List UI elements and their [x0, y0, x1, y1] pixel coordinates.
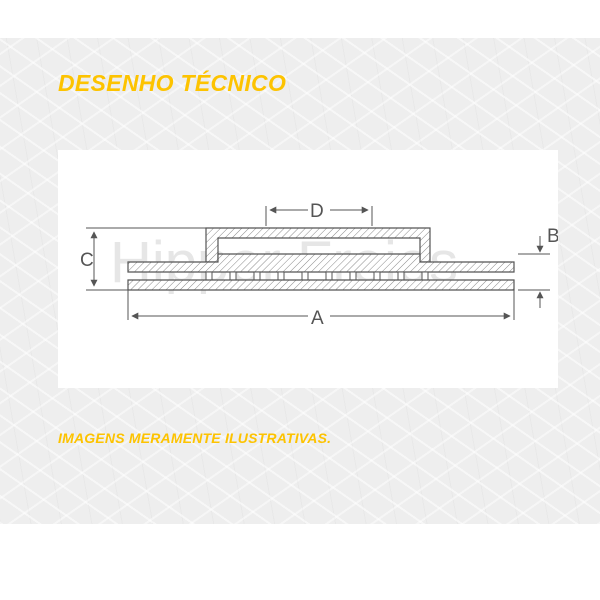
label-d: D	[310, 201, 324, 222]
label-a: A	[311, 308, 324, 329]
technical-drawing: Hipper Freios C	[58, 150, 558, 388]
dimension-a	[127, 290, 515, 320]
disclaimer-caption: IMAGENS MERAMENTE ILUSTRATIVAS.	[58, 430, 332, 446]
dimension-c	[86, 227, 206, 291]
brake-disc-cross-section: Hipper Freios C	[80, 201, 558, 329]
section-title: DESENHO TÉCNICO	[58, 70, 287, 96]
lower-friction-plate	[127, 279, 515, 291]
cooling-vanes	[205, 271, 429, 281]
label-c: C	[80, 250, 94, 271]
dimension-b	[518, 236, 550, 308]
label-b: B	[547, 226, 558, 247]
dimension-d	[265, 206, 373, 226]
